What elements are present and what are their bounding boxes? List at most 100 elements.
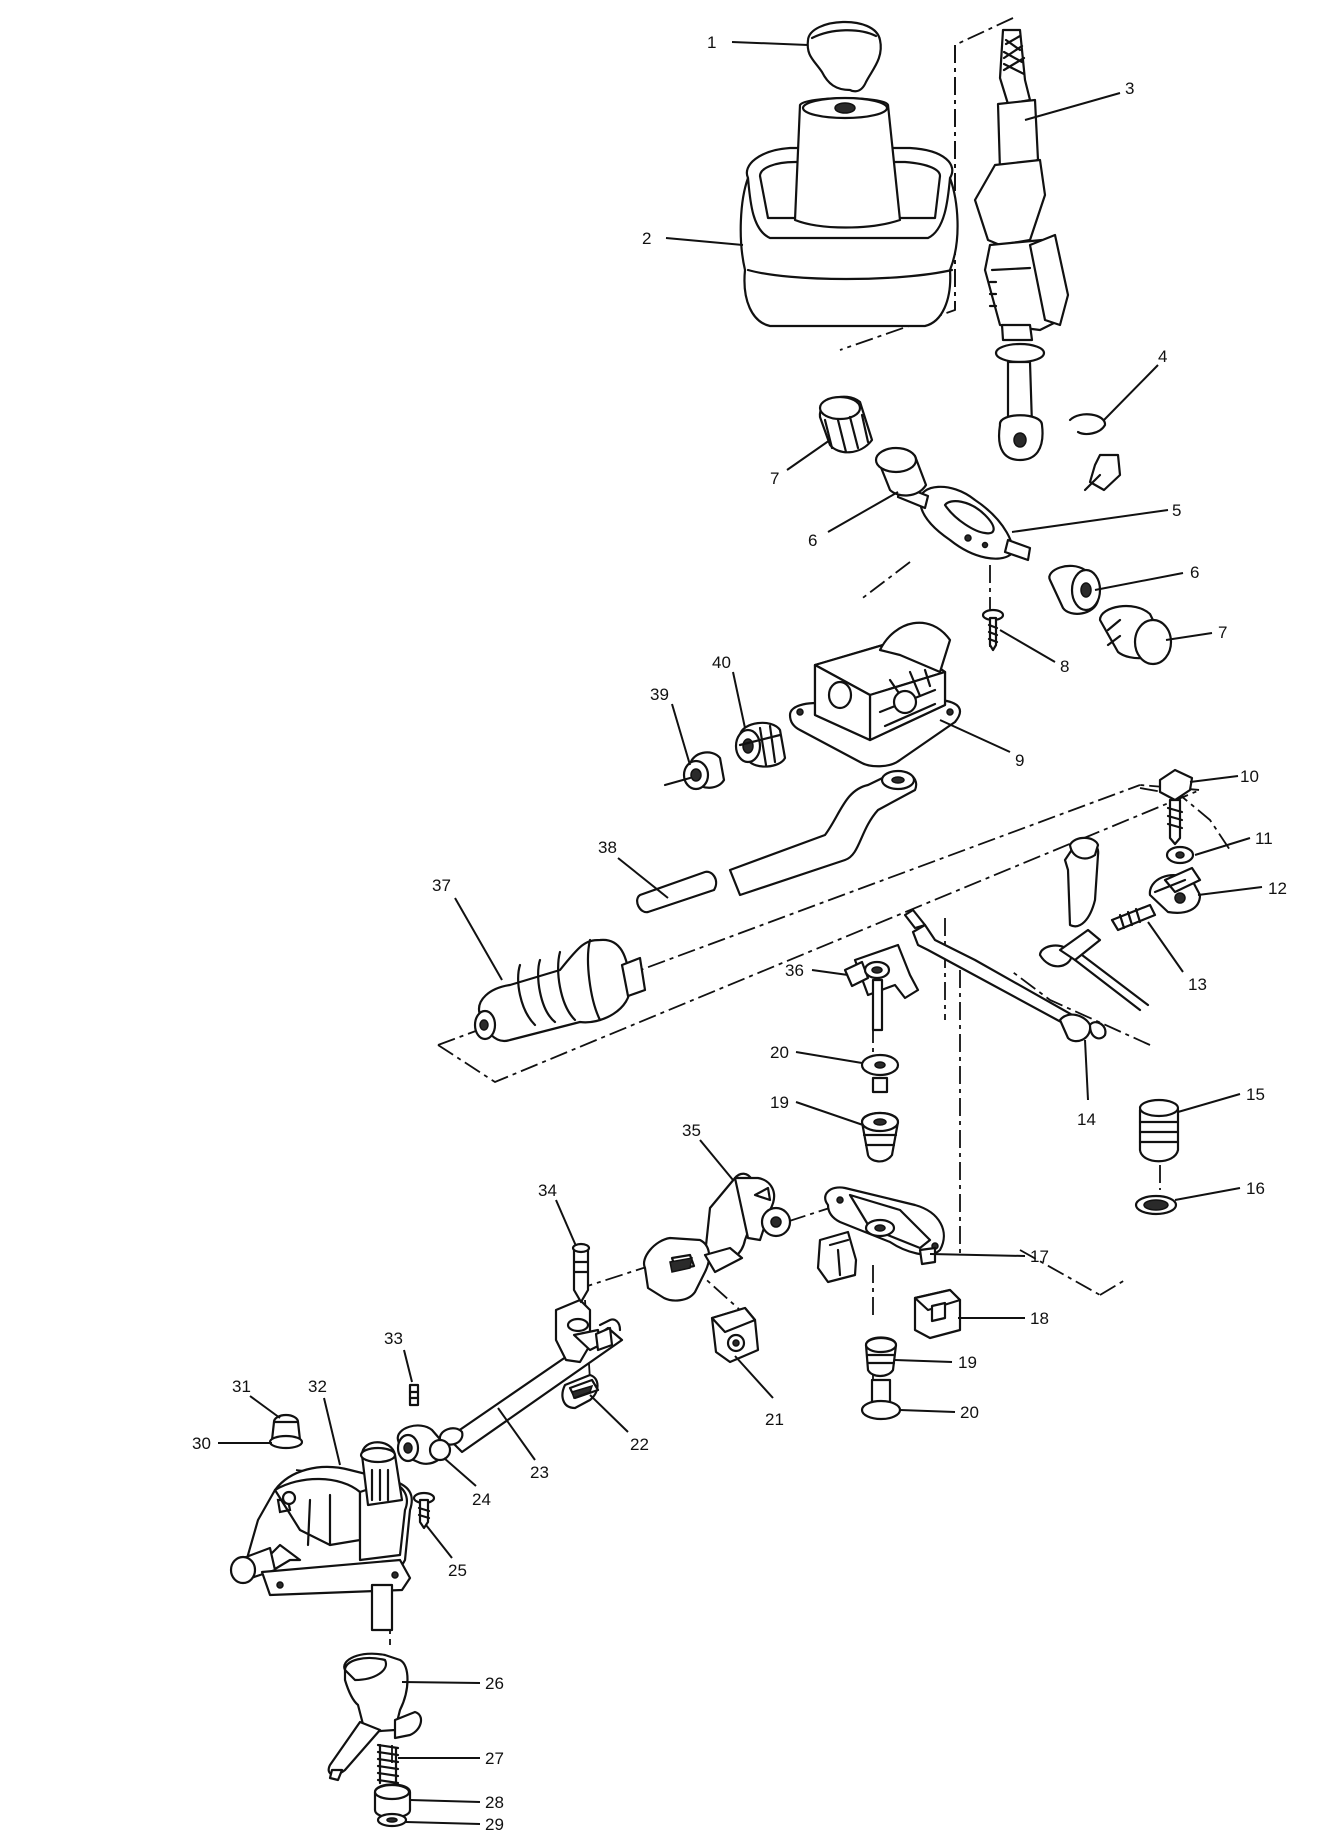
callout-number: 7 <box>1218 623 1227 642</box>
part-22-clip <box>561 1373 600 1410</box>
callout-17: 17 <box>929 1247 1049 1266</box>
callout-number: 6 <box>808 531 817 550</box>
part-19-bushing-lower <box>864 1336 898 1378</box>
callout-14: 14 <box>1077 1039 1096 1129</box>
callout-number: 35 <box>682 1121 701 1140</box>
part-shift-linkage-upper <box>903 836 1150 1043</box>
part-23-shift-rod <box>438 1298 624 1454</box>
callout-number: 27 <box>485 1749 504 1768</box>
part-7-bushing-right <box>1098 605 1173 666</box>
part-32-housing <box>229 1441 413 1632</box>
callout-number: 23 <box>530 1463 549 1482</box>
callout-number: 33 <box>384 1329 403 1348</box>
callout-number: 2 <box>642 229 651 248</box>
part-26-shift-lever <box>327 1652 423 1782</box>
part-25-screw <box>412 1491 436 1530</box>
callout-number: 34 <box>538 1181 557 1200</box>
part-6-bushing-right <box>1048 564 1102 615</box>
callout-number: 11 <box>1255 829 1273 848</box>
callout-11: 11 <box>1194 829 1273 856</box>
callout-number: 16 <box>1246 1179 1265 1198</box>
callout-number: 28 <box>485 1793 504 1812</box>
callout-15: 15 <box>1177 1085 1265 1113</box>
callout-number: 36 <box>785 961 804 980</box>
part-35-bracket <box>703 1172 792 1262</box>
callout-19a: 19 <box>770 1093 864 1126</box>
callout-9: 9 <box>939 719 1024 770</box>
callout-number: 37 <box>432 876 451 895</box>
callout-number: 13 <box>1188 975 1207 994</box>
part-36-bracket <box>843 943 920 1032</box>
part-3-shift-lever-cable <box>973 28 1070 462</box>
callout-number: 25 <box>448 1561 467 1580</box>
callout-10: 10 <box>1189 767 1259 786</box>
callout-19b: 19 <box>894 1353 977 1372</box>
part-33-roll-pin <box>408 1383 420 1407</box>
callout-31: 31 <box>232 1377 281 1419</box>
callout-21: 21 <box>734 1355 784 1429</box>
callout-39: 39 <box>650 685 691 766</box>
part-34-pin <box>571 1242 591 1304</box>
part-4-clip <box>1068 413 1122 492</box>
callout-27: 27 <box>398 1749 504 1768</box>
callout-37: 37 <box>432 876 503 981</box>
callout-number: 1 <box>707 33 716 52</box>
part-8-screw <box>981 608 1005 652</box>
part-38-lever-arm <box>636 769 918 914</box>
callout-number: 30 <box>192 1434 211 1453</box>
callout-13: 13 <box>1147 921 1207 994</box>
part-16-retainer-ring <box>1134 1194 1178 1216</box>
callout-6b: 6 <box>1094 563 1199 591</box>
callout-number: 10 <box>1240 767 1259 786</box>
callout-number: 39 <box>650 685 669 704</box>
part-28-bushing <box>373 1783 412 1819</box>
callout-6a: 6 <box>808 491 899 550</box>
callout-34: 34 <box>538 1181 577 1247</box>
part-5-pivot-housing <box>896 483 1032 562</box>
part-2-shift-boot <box>739 96 959 328</box>
callout-number: 38 <box>598 838 617 857</box>
callout-number: 29 <box>485 1815 504 1832</box>
part-31-cap <box>268 1413 304 1450</box>
callout-number: 20 <box>960 1403 979 1422</box>
callout-number: 12 <box>1268 879 1287 898</box>
callout-number: 40 <box>712 653 731 672</box>
callout-22: 22 <box>589 1394 649 1454</box>
callout-40: 40 <box>712 653 746 729</box>
callout-8: 8 <box>999 629 1069 676</box>
part-1-shift-knob <box>806 20 882 93</box>
callout-5: 5 <box>1011 501 1181 533</box>
callout-number: 19 <box>958 1353 977 1372</box>
callout-16: 16 <box>1174 1179 1265 1201</box>
part-20-washer-lower <box>860 1378 902 1421</box>
part-40-bushing <box>734 721 787 768</box>
callout-35: 35 <box>682 1121 734 1181</box>
callout-number: 9 <box>1015 751 1024 770</box>
callout-number: 22 <box>630 1435 649 1454</box>
part-6-bushing-left <box>874 446 928 497</box>
part-9-shifter-base <box>788 621 962 768</box>
callout-number: 8 <box>1060 657 1069 676</box>
part-21-block <box>710 1306 760 1364</box>
callout-number: 32 <box>308 1377 327 1396</box>
callout-number: 31 <box>232 1377 251 1396</box>
callout-38: 38 <box>598 838 669 899</box>
callout-number: 3 <box>1125 79 1134 98</box>
callout-number: 21 <box>765 1410 784 1429</box>
part-10-bolt <box>1158 768 1194 846</box>
part-13-pin <box>1110 903 1157 932</box>
callout-number: 20 <box>770 1043 789 1062</box>
part-7-bushing-left <box>818 395 874 454</box>
callout-20a: 20 <box>770 1043 863 1064</box>
callout-32: 32 <box>308 1377 341 1466</box>
part-24-coupler <box>396 1424 452 1465</box>
callout-20b: 20 <box>899 1403 979 1422</box>
part-39-bushing <box>663 733 782 791</box>
callout-1: 1 <box>707 33 809 52</box>
callout-12: 12 <box>1197 879 1287 898</box>
callout-30: 30 <box>192 1434 272 1453</box>
part-37-dust-boot <box>473 938 647 1043</box>
part-21-yoke <box>642 1236 744 1302</box>
part-18-clip-block <box>913 1288 962 1340</box>
